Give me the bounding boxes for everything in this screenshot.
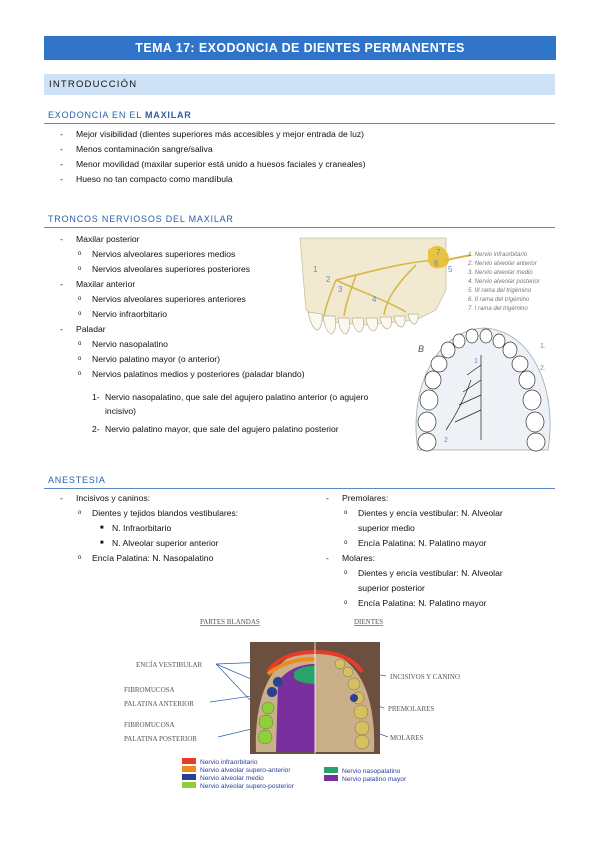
list-item: -Menor movilidad (maxilar superior está …	[60, 159, 366, 169]
numbered-item: 2-Nervio palatino mayor, que sale del ag…	[92, 424, 339, 434]
svg-text:Nervio alveolar medio: Nervio alveolar medio	[200, 775, 264, 782]
svg-text:DIENTES: DIENTES	[354, 618, 383, 626]
svg-text:B: B	[418, 344, 424, 354]
svg-text:7. I rama del trigémino: 7. I rama del trigémino	[468, 306, 528, 312]
numbered-item: 1-Nervio nasopalatino, que sale del aguj…	[92, 392, 369, 416]
list-item: -Maxilar anterior	[60, 279, 136, 289]
fig-number: 7	[436, 248, 441, 257]
list-item: -Premolares:	[326, 493, 389, 503]
fig-number: 2	[326, 275, 331, 284]
section-heading-maxilar: EXODONCIA EN EL MAXILAR	[48, 110, 192, 120]
section-rule	[44, 227, 555, 228]
list-item: -Incisivos y caninos:	[60, 493, 151, 503]
svg-text:2.: 2.	[540, 365, 546, 372]
list-item: -Hueso no tan compacto como mandíbula	[60, 174, 233, 184]
fig-number: 1	[313, 265, 318, 274]
svg-text:PALATINA POSTERIOR: PALATINA POSTERIOR	[124, 735, 197, 743]
svg-text:1.: 1.	[540, 343, 546, 350]
list-item: -Maxilar posterior	[60, 234, 140, 244]
numbered-list: 1-Nervio nasopalatino, que sale del aguj…	[52, 390, 385, 436]
list-item: superior medio	[358, 523, 415, 533]
list-item: ■N. Alveolar superior anterior	[100, 538, 219, 548]
svg-text:PALATINA ANTERIOR: PALATINA ANTERIOR	[124, 700, 194, 708]
list-item: -Paladar	[60, 324, 106, 334]
fig-number: 5	[448, 265, 453, 274]
list-maxilar: -Mejor visibilidad (dientes superiores m…	[52, 127, 365, 187]
svg-text:PREMOLARES: PREMOLARES	[388, 705, 434, 713]
fig-number: 4	[372, 295, 377, 304]
list-item: -Molares:	[326, 553, 375, 563]
svg-text:1. Nervio infraorbitario: 1. Nervio infraorbitario	[468, 252, 528, 258]
svg-text:FIBROMUCOSA: FIBROMUCOSA	[124, 721, 175, 729]
list-item: superior posterior	[358, 583, 425, 593]
svg-text:Nervio alveolar supero-anterio: Nervio alveolar supero-anterior	[200, 767, 291, 774]
svg-text:5. III rama del trigémino: 5. III rama del trigémino	[468, 288, 532, 294]
page-title: TEMA 17: EXODONCIA DE DIENTES PERMANENTE…	[44, 36, 556, 60]
fig-number: 6	[434, 259, 439, 268]
list-item: -Menos contaminación sangre/saliva	[60, 144, 213, 154]
svg-text:MOLARES: MOLARES	[390, 734, 424, 742]
svg-text:2: 2	[444, 437, 448, 444]
svg-text:2. Nervio alveolar anterior: 2. Nervio alveolar anterior	[467, 261, 538, 267]
svg-text:Nervio nasopalatino: Nervio nasopalatino	[342, 768, 401, 775]
svg-text:ENCÍA VESTIBULAR: ENCÍA VESTIBULAR	[136, 661, 203, 669]
svg-text:FIBROMUCOSA: FIBROMUCOSA	[124, 686, 175, 694]
svg-text:1: 1	[474, 358, 478, 365]
intro-heading: INTRODUCCIÓN	[44, 74, 555, 95]
fig-number: 3	[338, 285, 343, 294]
svg-text:3. Nervio alveolar medio: 3. Nervio alveolar medio	[468, 270, 533, 276]
anesthesia-figure: PARTES BLANDAS DIENTES ENCÍA VESTIBULAR …	[124, 618, 460, 790]
svg-text:INCISIVOS Y CANINO: INCISIVOS Y CANINO	[390, 673, 460, 681]
maxilla-nerve-figure: 1 2 3 4 5 6 7 1. Nervio infraorbitario 2…	[299, 237, 551, 452]
section-heading-troncos: TRONCOS NERVIOSOS DEL MAXILAR	[48, 214, 234, 224]
list-item: ■N. Infraorbitario	[100, 523, 172, 533]
svg-text:PARTES BLANDAS: PARTES BLANDAS	[200, 618, 260, 626]
section-rule	[44, 488, 555, 489]
list-item: -Mejor visibilidad (dientes superiores m…	[60, 129, 365, 139]
svg-text:6. II rama del trigémino: 6. II rama del trigémino	[468, 297, 530, 303]
svg-text:Nervio infraorbitario: Nervio infraorbitario	[200, 759, 258, 766]
section-heading-anestesia: ANESTESIA	[48, 475, 106, 485]
section-rule	[44, 123, 555, 124]
svg-text:Nervio alveolar supero-posteri: Nervio alveolar supero-posterior	[200, 783, 295, 790]
svg-text:4. Nervio alveolar posterior: 4. Nervio alveolar posterior	[468, 279, 541, 285]
svg-text:Nervio palatino mayor: Nervio palatino mayor	[342, 776, 407, 783]
